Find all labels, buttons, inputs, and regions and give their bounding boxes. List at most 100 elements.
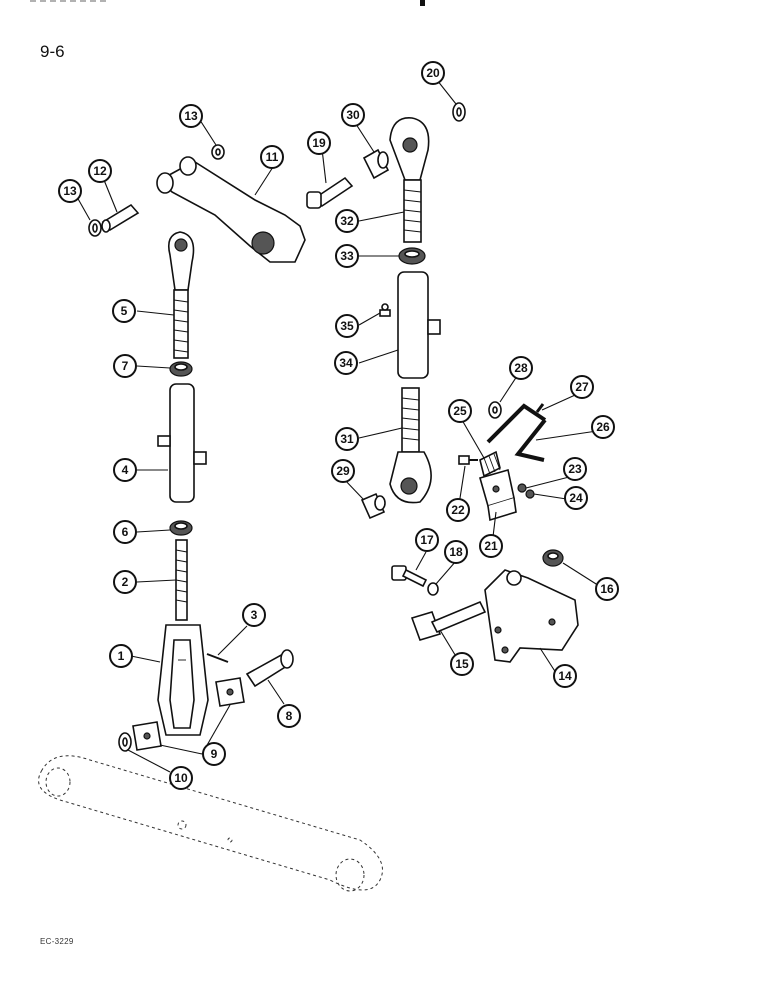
lower-bushing (360, 492, 386, 520)
retaining-clip (118, 732, 132, 752)
small-pin (535, 403, 545, 413)
adjusting-tube (397, 271, 441, 379)
callout-label: 4 (122, 463, 129, 477)
callout: 24 (564, 486, 588, 510)
top-edge-marks (30, 0, 425, 6)
clevis (157, 624, 209, 736)
page-number: 9-6 (40, 42, 65, 61)
callout-label: 15 (455, 657, 469, 671)
callout: 13 (58, 179, 82, 203)
callout: 21 (479, 534, 503, 558)
callout: 31 (335, 427, 359, 451)
clevis-pin (245, 649, 294, 688)
callout-label: 33 (340, 249, 354, 263)
callout-label: 1 (118, 649, 125, 663)
bracket-nut (542, 549, 564, 567)
callout: 22 (446, 498, 470, 522)
callout-label: 11 (266, 150, 279, 164)
adjusting-sleeve (157, 383, 207, 503)
callout-label: 7 (122, 359, 129, 373)
grease-fitting (379, 303, 391, 317)
washer-nut (517, 483, 535, 499)
lower-rod-end (389, 387, 432, 504)
clip (488, 401, 502, 419)
split-pin (206, 653, 229, 663)
bushing (362, 148, 390, 180)
callout-label: 13 (63, 184, 77, 198)
callout: 6 (113, 520, 137, 544)
callout: 7 (113, 354, 137, 378)
callout-label: 14 (558, 669, 572, 683)
callout: 25 (448, 399, 472, 423)
callout: 34 (334, 351, 358, 375)
lower-link-phantom (38, 755, 383, 892)
callout: 15 (450, 652, 474, 676)
callout-label: 30 (346, 108, 360, 122)
callout-label: 8 (286, 709, 293, 723)
callout: 33 (335, 244, 359, 268)
callout: 12 (88, 159, 112, 183)
pin-bolt (306, 176, 354, 209)
callout: 11 (260, 145, 284, 169)
linch-pin (452, 102, 466, 122)
callout-label: 6 (122, 525, 129, 539)
callout-label: 35 (340, 319, 354, 333)
callout: 18 (444, 540, 468, 564)
callout: 9 (202, 742, 226, 766)
lock-washer (427, 582, 439, 596)
callout: 20 (421, 61, 445, 85)
retainer-bracket (479, 468, 517, 522)
callout-label: 20 (426, 66, 440, 80)
callout-label: 13 (184, 109, 198, 123)
callout-label: 2 (122, 575, 129, 589)
callout-label: 9 (211, 747, 218, 761)
callout: 19 (307, 131, 331, 155)
callout-label: 18 (449, 545, 463, 559)
top-rod-end (389, 117, 430, 243)
callout-label: 12 (93, 164, 107, 178)
lift-arm (156, 156, 306, 263)
callout: 30 (341, 103, 365, 127)
callout-label: 28 (514, 361, 528, 375)
callout-label: 17 (420, 533, 434, 547)
screw (458, 455, 478, 465)
callout: 27 (570, 375, 594, 399)
callout-label: 29 (336, 464, 350, 478)
spring (479, 450, 501, 478)
drawing-code: EC-3229 (40, 937, 74, 946)
callout: 16 (595, 577, 619, 601)
callout: 10 (169, 766, 193, 790)
callout: 1 (109, 644, 133, 668)
top-nut (398, 247, 426, 265)
callout-label: 19 (312, 136, 326, 150)
callout-label: 27 (575, 380, 589, 394)
callout-label: 25 (453, 404, 467, 418)
callout: 14 (553, 664, 577, 688)
callout-label: 10 (174, 771, 188, 785)
callout: 13 (179, 104, 203, 128)
threaded-rod (175, 539, 188, 621)
pin (101, 203, 140, 233)
u-pin (486, 403, 547, 462)
callout: 28 (509, 356, 533, 380)
upper-rod-end (167, 231, 195, 359)
callout: 26 (591, 415, 615, 439)
callout-label: 23 (568, 462, 582, 476)
callout-label: 16 (600, 582, 614, 596)
callout: 32 (335, 209, 359, 233)
callout-label: 26 (596, 420, 610, 434)
callout: 2 (113, 570, 137, 594)
plate (132, 677, 245, 751)
callout: 29 (331, 459, 355, 483)
callout: 3 (242, 603, 266, 627)
callout: 17 (415, 528, 439, 552)
callout-label: 32 (340, 214, 354, 228)
callout: 4 (113, 458, 137, 482)
callout-label: 34 (339, 356, 353, 370)
callout: 5 (112, 299, 136, 323)
support-bracket (484, 569, 579, 663)
callout: 8 (277, 704, 301, 728)
callout-label: 5 (121, 304, 128, 318)
upper-nut (169, 361, 193, 377)
callout: 23 (563, 457, 587, 481)
